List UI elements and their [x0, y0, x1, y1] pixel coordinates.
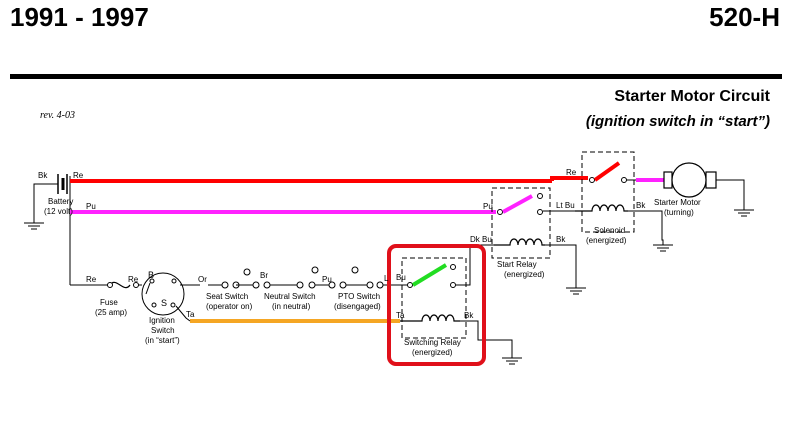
- label-sol-ltbu: Lt Bu: [556, 201, 575, 210]
- label-pu-left: Pu: [86, 202, 96, 211]
- highlight-box: [387, 244, 486, 366]
- label-fuse-name: Fuse: [100, 298, 118, 307]
- label-neutral-name: Neutral Switch: [264, 292, 316, 301]
- black-wiring: [24, 176, 754, 365]
- label-battery-bk: Bk: [38, 171, 48, 180]
- label-fuse-re-left: Re: [86, 275, 97, 284]
- label-fuse-re-right: Re: [128, 275, 139, 284]
- label-ign-b: B: [148, 270, 154, 280]
- label-start-name: Start Relay: [497, 260, 537, 269]
- label-ign-s: S: [161, 298, 167, 308]
- model-years: 1991 - 1997: [10, 2, 149, 32]
- label-seat-name: Seat Switch: [206, 292, 248, 301]
- solenoid-contact: [593, 161, 621, 182]
- label-sol-bk: Bk: [636, 201, 646, 210]
- starter-motor-symbol: [663, 162, 717, 198]
- red-wire-solenoid-input: [550, 176, 588, 181]
- battery-symbol: [57, 174, 68, 194]
- label-sol-name: Solenoid: [594, 226, 625, 235]
- label-start-bk: Bk: [556, 235, 566, 244]
- label-battery-name: Battery: [48, 197, 73, 206]
- label-ign-state: (in “start”): [145, 336, 180, 345]
- revision-note: rev. 4-03: [40, 110, 75, 121]
- label-ign-name: Ignition: [149, 316, 175, 325]
- solenoid-coil: [575, 204, 628, 212]
- start-relay-symbol: [491, 187, 551, 259]
- colored-wiring: [70, 176, 666, 323]
- label-motor-name: Starter Motor: [654, 198, 701, 207]
- label-battery-re: Re: [73, 171, 84, 180]
- label-ign-name2: Switch: [151, 326, 175, 335]
- label-start-state: (energized): [504, 270, 545, 279]
- neutral-switch-symbol: [252, 266, 319, 289]
- label-l: L: [384, 274, 389, 283]
- label-sr-bk: Bk: [464, 311, 474, 320]
- header-rule: [10, 74, 782, 79]
- diagram-title: Starter Motor Circuit: [614, 88, 770, 105]
- label-sr-ta: Ta: [396, 311, 405, 320]
- pto-switch-symbol: [328, 266, 384, 289]
- label-br: Br: [260, 271, 268, 280]
- label-pu-mid: Pu: [322, 275, 332, 284]
- label-fuse-rating: (25 amp): [95, 308, 127, 317]
- label-seat-state: (operator on): [206, 302, 253, 311]
- label-pto-name: PTO Switch: [338, 292, 380, 301]
- label-or: Or: [198, 275, 207, 284]
- label-sol-re: Re: [566, 168, 577, 177]
- label-pto-state: (disengaged): [334, 302, 381, 311]
- model-number: 520-H: [709, 2, 780, 32]
- ignition-switch-symbol: [141, 272, 191, 322]
- seat-switch-symbol: [221, 268, 256, 289]
- solenoid-symbol: [575, 151, 636, 233]
- switching-relay-contact: [411, 263, 448, 287]
- label-sol-state: (energized): [586, 236, 627, 245]
- label-sr-state: (energized): [412, 348, 453, 357]
- label-ign-ta: Ta: [186, 310, 195, 319]
- label-motor-state: (turning): [664, 208, 694, 217]
- switching-relay-coil: [400, 314, 460, 322]
- label-neutral-state: (in neutral): [272, 302, 311, 311]
- switching-relay-symbol: [398, 257, 467, 339]
- start-relay-contact: [502, 194, 533, 214]
- start-relay-coil: [494, 238, 545, 246]
- diagram-subtitle: (ignition switch in “start”): [585, 113, 770, 130]
- label-sr-bu: Bu: [396, 273, 406, 282]
- label-start-pu: Pu: [483, 202, 493, 211]
- label-start-dkbu: Dk Bu: [470, 235, 492, 244]
- label-sr-name: Switching Relay: [404, 338, 461, 347]
- label-battery-volt: (12 volt): [44, 207, 73, 216]
